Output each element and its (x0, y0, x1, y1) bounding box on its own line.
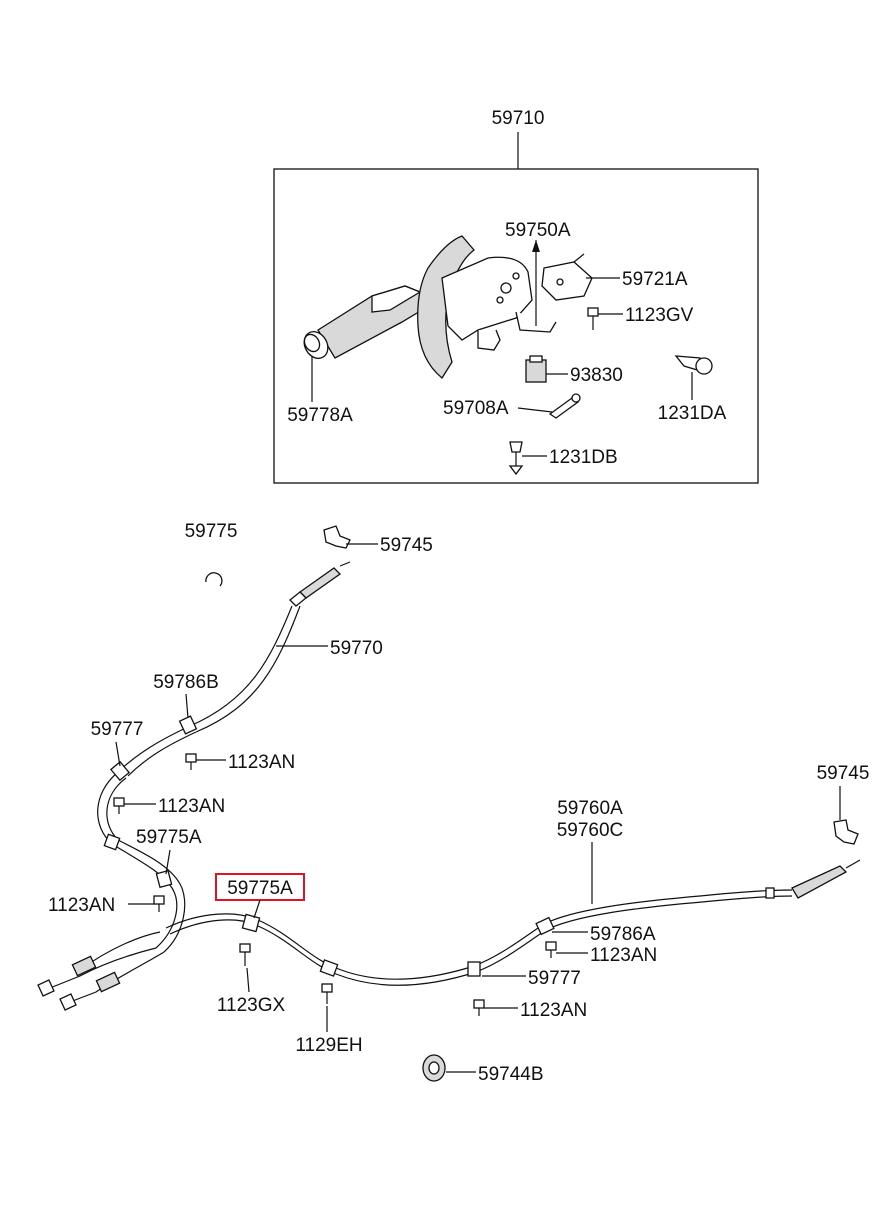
label-1123AN-d[interactable]: 1123AN (590, 945, 657, 966)
bolt-1123AN-a-icon (185, 753, 197, 770)
bolt-1123AN-c-icon (153, 895, 165, 912)
screw-1231DB-icon (508, 441, 524, 476)
bolt-1123GX-icon (239, 943, 251, 966)
leader-59708A (517, 407, 553, 413)
label-59777-right[interactable]: 59777 (528, 968, 581, 989)
label-59721A[interactable]: 59721A (622, 269, 688, 290)
leader-59786B (185, 693, 189, 719)
label-59744B[interactable]: 59744B (478, 1064, 544, 1085)
label-59777-left[interactable]: 59777 (91, 719, 144, 740)
bracket-59745-top-icon (323, 525, 351, 549)
assembly-box-59710 (273, 168, 759, 484)
label-59710[interactable]: 59710 (492, 108, 545, 129)
plug-1231DA-icon (674, 355, 713, 375)
label-59775A-left[interactable]: 59775A (136, 827, 202, 848)
parking-brake-lever-illustration (303, 235, 593, 379)
label-59760A[interactable]: 59760A (557, 798, 623, 819)
label-59770[interactable]: 59770 (330, 638, 383, 659)
label-1123AN-b[interactable]: 1123AN (158, 796, 225, 817)
label-59745-right[interactable]: 59745 (817, 763, 870, 784)
label-59775[interactable]: 59775 (185, 521, 238, 542)
label-1231DA[interactable]: 1231DA (658, 403, 727, 424)
bolt-1123AN-e-icon (473, 999, 485, 1016)
switch-93830-icon (525, 355, 547, 383)
leader-1123GX (246, 967, 250, 993)
leader-59777-left (115, 741, 121, 767)
label-93830[interactable]: 93830 (570, 365, 623, 386)
bolt-1123AN-b-icon (113, 797, 125, 814)
label-59750A[interactable]: 59750A (505, 220, 571, 241)
grommet-59744B-icon (422, 1054, 446, 1082)
clip-59775-icon (205, 572, 223, 587)
label-1231DB[interactable]: 1231DB (549, 447, 618, 468)
label-59708A[interactable]: 59708A (443, 398, 509, 419)
label-59760C[interactable]: 59760C (557, 820, 624, 841)
label-59786A[interactable]: 59786A (590, 924, 656, 945)
label-1129EH[interactable]: 1129EH (295, 1035, 362, 1056)
rear-cable-59760-illustration (37, 859, 861, 1011)
label-1123AN-e[interactable]: 1123AN (520, 1000, 587, 1021)
bolt-1123GV-icon (587, 307, 599, 330)
label-59775A-highlighted[interactable]: 59775A (227, 878, 293, 899)
label-1123GV[interactable]: 1123GV (625, 305, 694, 326)
label-59786B[interactable]: 59786B (153, 672, 219, 693)
label-1123AN-c[interactable]: 1123AN (48, 895, 115, 916)
label-59778A[interactable]: 59778A (287, 405, 353, 426)
label-59745-top[interactable]: 59745 (380, 535, 433, 556)
label-1123GX[interactable]: 1123GX (217, 995, 286, 1016)
pin-59708A-icon (548, 393, 581, 419)
bolt-1123AN-d-icon (545, 941, 557, 958)
bolt-1129EH-icon (321, 983, 333, 1004)
leader-59775A-left (165, 849, 171, 875)
leader-59775A-highlighted (253, 899, 261, 919)
front-cable-59770-illustration (97, 561, 351, 953)
label-1123AN-a[interactable]: 1123AN (228, 752, 295, 773)
bracket-59745-right-icon (833, 819, 859, 845)
